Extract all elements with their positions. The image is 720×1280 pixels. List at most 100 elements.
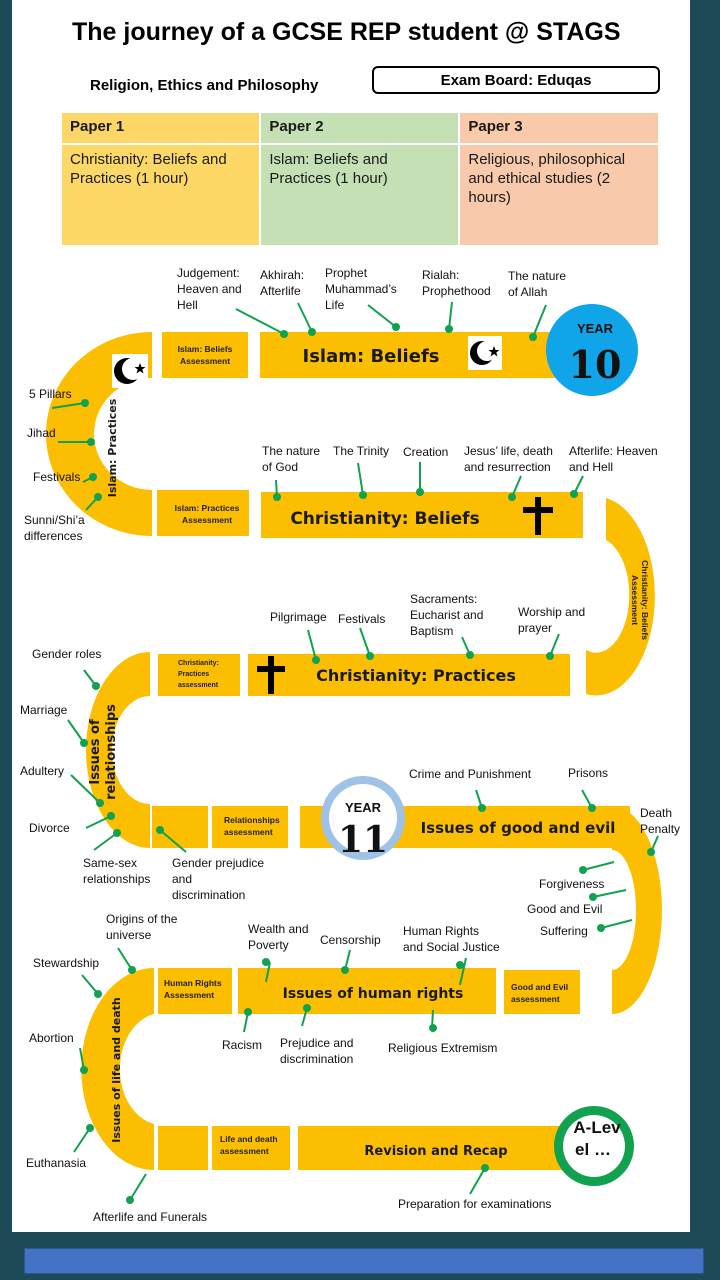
assessment-christianity-practices-line-3: assessment: [178, 682, 219, 689]
paper-1-desc: Christianity: Beliefs and Practices (1 h…: [59, 143, 262, 247]
label-forgiveness: Forgiveness: [539, 877, 604, 891]
path-segment-relationships-assessment: [212, 806, 288, 848]
label-worship-1: Worship and: [518, 605, 585, 619]
label-sacraments-2: Eucharist and: [410, 608, 483, 622]
label-jihad: Jihad: [27, 426, 56, 440]
label-trinity: The Trinity: [333, 444, 389, 458]
paper-2-desc: Islam: Beliefs and Practices (1 hour): [259, 143, 461, 247]
label-five-pillars: 5 Pillars: [29, 387, 72, 401]
assessment-islam-practices-line-1: Islam: Practices: [175, 503, 240, 513]
paper-3-header: Paper 3: [458, 111, 660, 145]
assessment-relationships-line-1: Relationships: [224, 815, 280, 825]
path-segment-islam-practices-assessment: [157, 490, 249, 536]
path-segment-row6-start: [158, 1126, 208, 1170]
label-gender-prejudice-1: Gender prejudice: [172, 856, 264, 870]
section-islam-beliefs: Islam: Beliefs: [303, 346, 440, 367]
path-segment-human-rights: [238, 968, 496, 1014]
connector-lines: [51, 301, 659, 1201]
label-gender-prejudice-2: and: [172, 872, 192, 886]
label-abortion: Abortion: [29, 1031, 74, 1045]
topic-labels: Judgement: Heaven and Hell Akhirah: Afte…: [20, 266, 680, 1224]
label-origins-2: universe: [106, 928, 152, 942]
path-segment-revision: [298, 1126, 568, 1170]
section-christianity-practices: Christianity: Practices: [316, 666, 516, 685]
crescent-star-icon: [112, 354, 148, 388]
label-nature-god-1: The nature: [262, 444, 320, 458]
label-same-sex-1: Same-sex: [83, 856, 137, 870]
path-curve-life-death: [81, 968, 154, 1170]
assessment-life-death-line-1: Life and death: [220, 1134, 278, 1144]
assessment-good-evil-line-1: Good and Evil: [511, 982, 568, 992]
section-life-death: Issues of life and death: [110, 997, 123, 1142]
label-same-sex-2: relationships: [83, 872, 150, 886]
label-good-and-evil: Good and Evil: [527, 902, 602, 916]
label-prejudice-2: discrimination: [280, 1052, 353, 1066]
label-nature-allah-2: of Allah: [508, 285, 547, 299]
label-akhirah-1: Akhirah:: [260, 268, 304, 282]
a-level-line-2: el …: [575, 1140, 611, 1159]
label-rialah-1: Rialah:: [422, 268, 459, 282]
a-level-line-1: A-Lev: [573, 1118, 621, 1137]
a-level-badge: A-Lev el …: [554, 1106, 634, 1186]
label-jesus-1: Jesus’ life, death: [464, 444, 553, 458]
label-racism: Racism: [222, 1038, 262, 1052]
connector-dots: [80, 323, 655, 1204]
label-worship-2: prayer: [518, 621, 552, 635]
year-10-label: YEAR: [577, 321, 614, 336]
label-festivals-christ: Festivals: [338, 612, 385, 626]
assessment-human-rights-line-2: Assessment: [164, 990, 214, 1000]
label-afterlife-funerals: Afterlife and Funerals: [93, 1210, 207, 1224]
assessment-islam-beliefs-line-1: Islam: Beliefs: [178, 344, 233, 354]
assessment-relationships-line-2: assessment: [224, 827, 273, 837]
section-revision: Revision and Recap: [364, 1144, 507, 1159]
section-islam-practices: Islam: Practices: [106, 398, 119, 497]
section-human-rights: Issues of human rights: [283, 986, 464, 1002]
year-10-number: 10: [569, 342, 622, 387]
bottom-scrollbar[interactable]: [24, 1248, 704, 1274]
label-afterlife-christ-2: and Hell: [569, 460, 613, 474]
path-segment-human-rights-assessment: [158, 968, 232, 1014]
path-segment-islam-beliefs-assessment: [162, 332, 248, 378]
path-curve-relationships: [86, 652, 150, 848]
label-judgement-2: Heaven and: [177, 282, 242, 296]
label-sacraments-1: Sacraments:: [410, 592, 477, 606]
path-segment-life-death-assessment: [212, 1126, 290, 1170]
section-good-evil: Issues of good and evil: [421, 819, 616, 837]
assessment-christianity-beliefs-line-1: Christianity: Beliefs: [640, 560, 650, 640]
label-judgement-1: Judgement:: [177, 266, 240, 280]
papers-table: Paper 1 Paper 2 Paper 3 Christianity: Be…: [59, 111, 660, 247]
label-wealth-1: Wealth and: [248, 922, 309, 936]
label-afterlife-christ-1: Afterlife: Heaven: [569, 444, 658, 458]
path-segment-christianity-practices-assessment: [158, 654, 240, 696]
assessment-human-rights-line-1: Human Rights: [164, 978, 222, 988]
cross-icon: [523, 497, 553, 535]
label-hr-social-1: Human Rights: [403, 924, 479, 938]
assessment-life-death-line-2: assessment: [220, 1146, 269, 1156]
paper-3-desc: Religious, philosophical and ethical stu…: [458, 143, 660, 247]
label-divorce: Divorce: [29, 821, 70, 835]
assessment-islam-practices-line-2: Assessment: [182, 515, 232, 525]
label-sacraments-3: Baptism: [410, 624, 453, 638]
assessment-christianity-beliefs-line-2: Assessment: [630, 575, 640, 625]
label-nature-allah-1: The nature: [508, 269, 566, 283]
label-nature-god-2: of God: [262, 460, 298, 474]
year-11-number: 11: [338, 819, 388, 861]
label-marriage: Marriage: [20, 703, 68, 717]
section-christianity-beliefs: Christianity: Beliefs: [290, 509, 479, 529]
label-stewardship: Stewardship: [33, 956, 99, 970]
label-sunni-shia-2: differences: [24, 529, 82, 543]
assessment-christianity-beliefs: Christianity: Beliefs Assessment: [630, 560, 650, 640]
label-prophet-3: Life: [325, 298, 345, 312]
year-11-badge: YEAR 11: [321, 776, 405, 861]
label-judgement-3: Hell: [177, 298, 198, 312]
label-sunni-shia-1: Sunni/Shi’a: [24, 513, 85, 527]
path-curve-good-evil: [612, 806, 662, 1014]
label-adultery: Adultery: [20, 764, 64, 778]
path-segment-christianity-beliefs: [261, 492, 583, 538]
assessment-christianity-practices-line-2: Practices: [178, 671, 209, 678]
label-suffering: Suffering: [540, 924, 588, 938]
label-festivals-islam: Festivals: [33, 470, 80, 484]
label-prisons: Prisons: [568, 766, 608, 780]
paper-1-header: Paper 1: [59, 111, 262, 145]
